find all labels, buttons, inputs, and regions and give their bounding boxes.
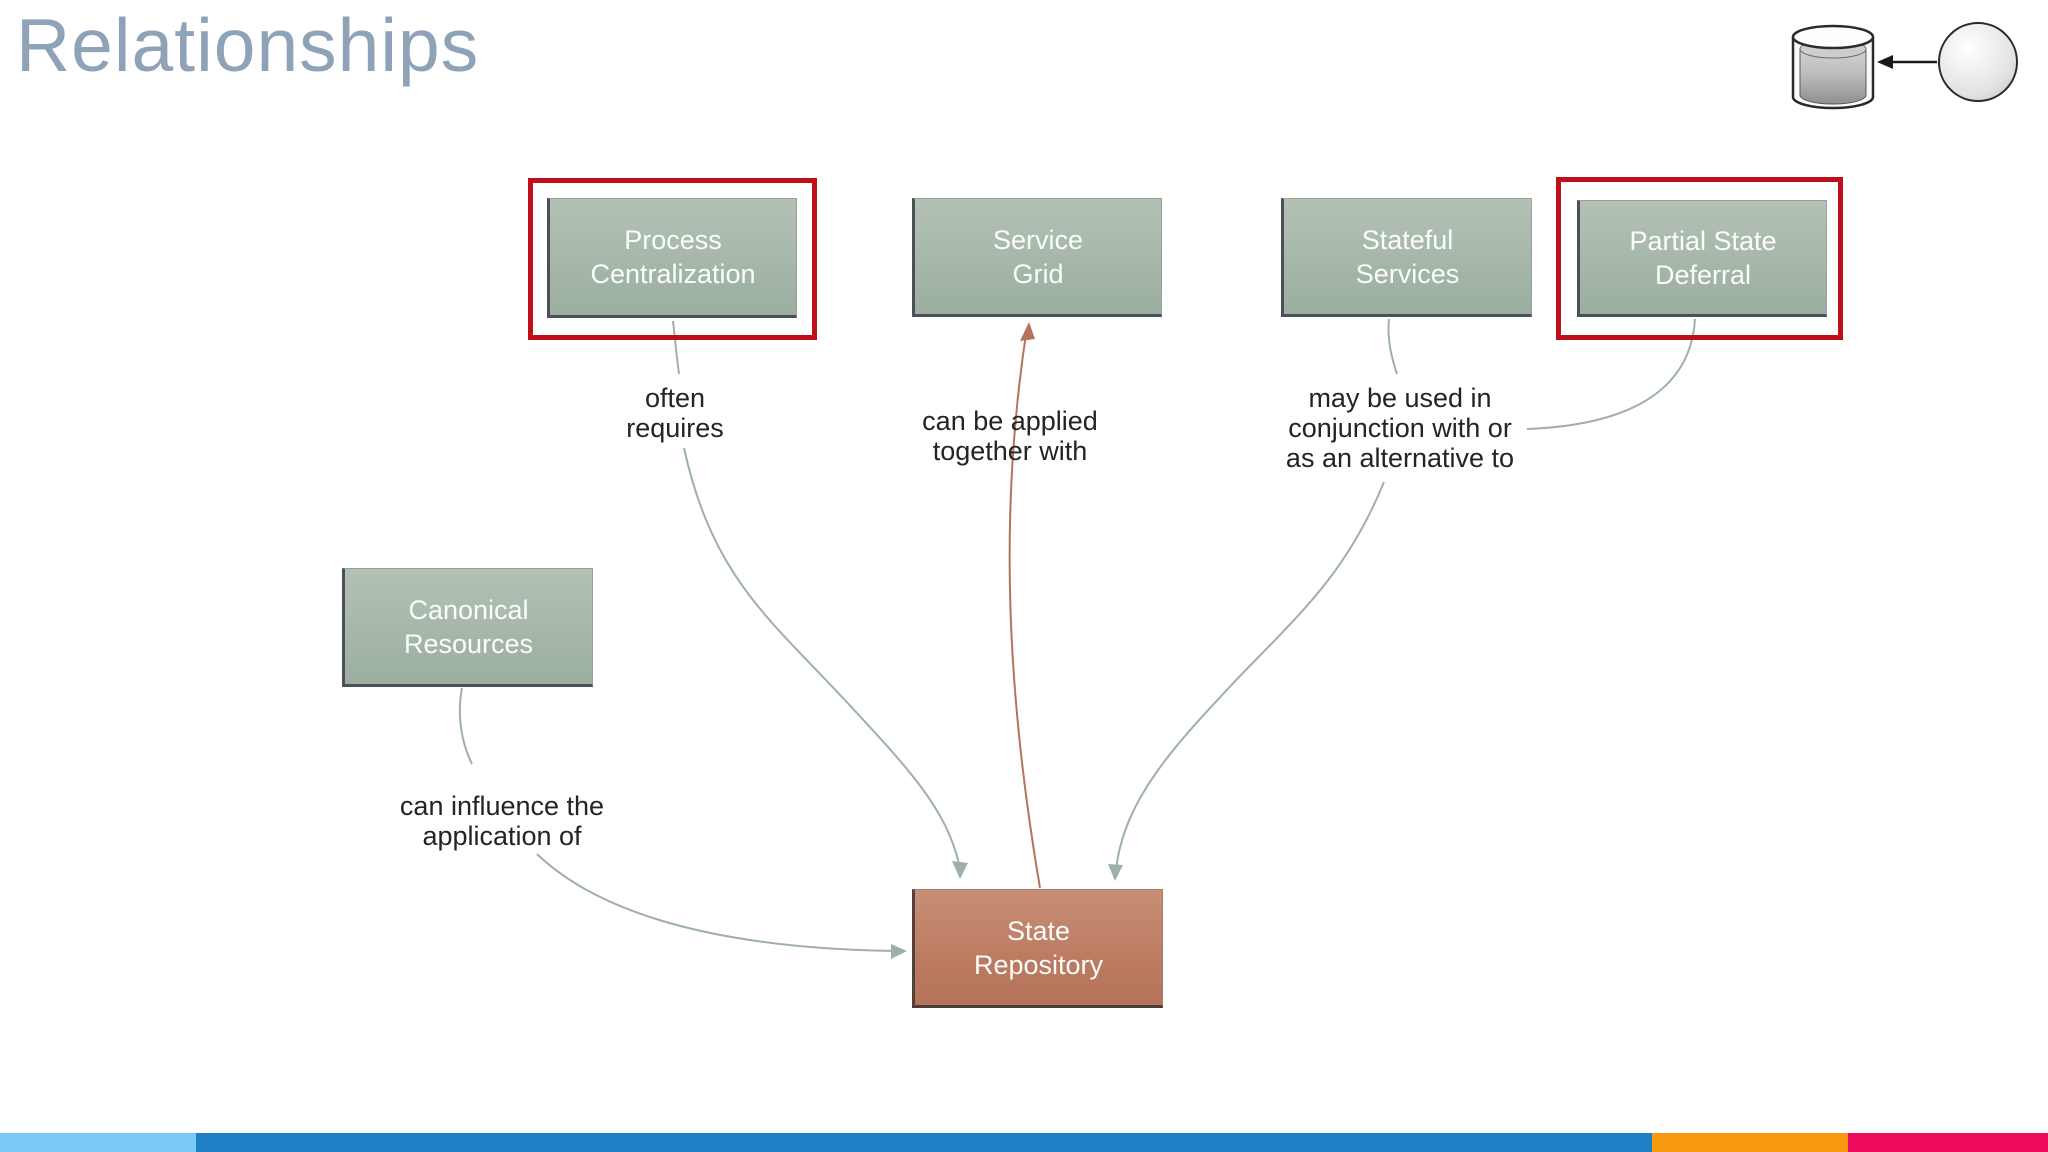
- label-line: can be applied: [922, 406, 1098, 436]
- label-line: together with: [932, 436, 1088, 466]
- sphere-to-cylinder-arrow-icon: [1877, 55, 1937, 69]
- box-label-line: Stateful: [1361, 224, 1454, 255]
- box-state-repository: State Repository: [912, 889, 1163, 1008]
- box-label-line: Partial State: [1629, 225, 1777, 256]
- label-line: can influence the: [399, 791, 605, 821]
- box-label-line: Grid: [1012, 258, 1064, 289]
- database-cylinder-sphere-arrow-icon: [1791, 22, 2018, 110]
- box-label-line: Service: [992, 224, 1084, 255]
- box-label-line: Resources: [403, 628, 534, 659]
- box-label-line: Process: [624, 225, 722, 255]
- box-label-line: Repository: [973, 949, 1104, 980]
- label-line: conjunction with or: [1288, 413, 1512, 443]
- label-line: application of: [422, 821, 582, 851]
- box-process-centralization: Process Centralization: [547, 198, 797, 318]
- highlight-frame-process-centralization: [528, 178, 817, 340]
- box-label-line: Canonical: [408, 594, 529, 625]
- box-partial-state-deferral: Partial State Deferral: [1577, 200, 1827, 317]
- box-label-line: Centralization: [590, 259, 756, 289]
- footer-stripe-pink: [1848, 1133, 2048, 1152]
- footer-stripe-orange: [1652, 1133, 1848, 1152]
- label-line: often: [644, 383, 706, 413]
- relationship-label-can-influence: can influence the application of: [400, 791, 604, 851]
- footer-stripe-lightblue: [0, 1133, 196, 1152]
- box-label-line: Services: [1355, 258, 1460, 289]
- database-cylinder-icon: [1791, 24, 1875, 110]
- footer-stripe-blue: [196, 1133, 1652, 1152]
- box-stateful-services: Stateful Services: [1281, 198, 1532, 317]
- box-service-grid: Service Grid: [912, 198, 1162, 317]
- page-title: Relationships: [16, 3, 480, 87]
- sphere-icon: [1938, 22, 2018, 102]
- relationship-label-may-be-used: may be used in conjunction with or as an…: [1286, 383, 1514, 473]
- box-canonical-resources: Canonical Resources: [342, 568, 593, 687]
- label-line: requires: [626, 413, 724, 443]
- relationship-label-can-be-applied: can be applied together with: [922, 406, 1098, 466]
- label-line: may be used in: [1308, 383, 1492, 413]
- highlight-frame-partial-state-deferral: [1556, 177, 1843, 340]
- box-label-line: State: [1006, 915, 1071, 946]
- box-label-line: Deferral: [1654, 259, 1752, 290]
- relationship-label-often-requires: often requires: [626, 383, 724, 443]
- label-line: as an alternative to: [1285, 443, 1515, 473]
